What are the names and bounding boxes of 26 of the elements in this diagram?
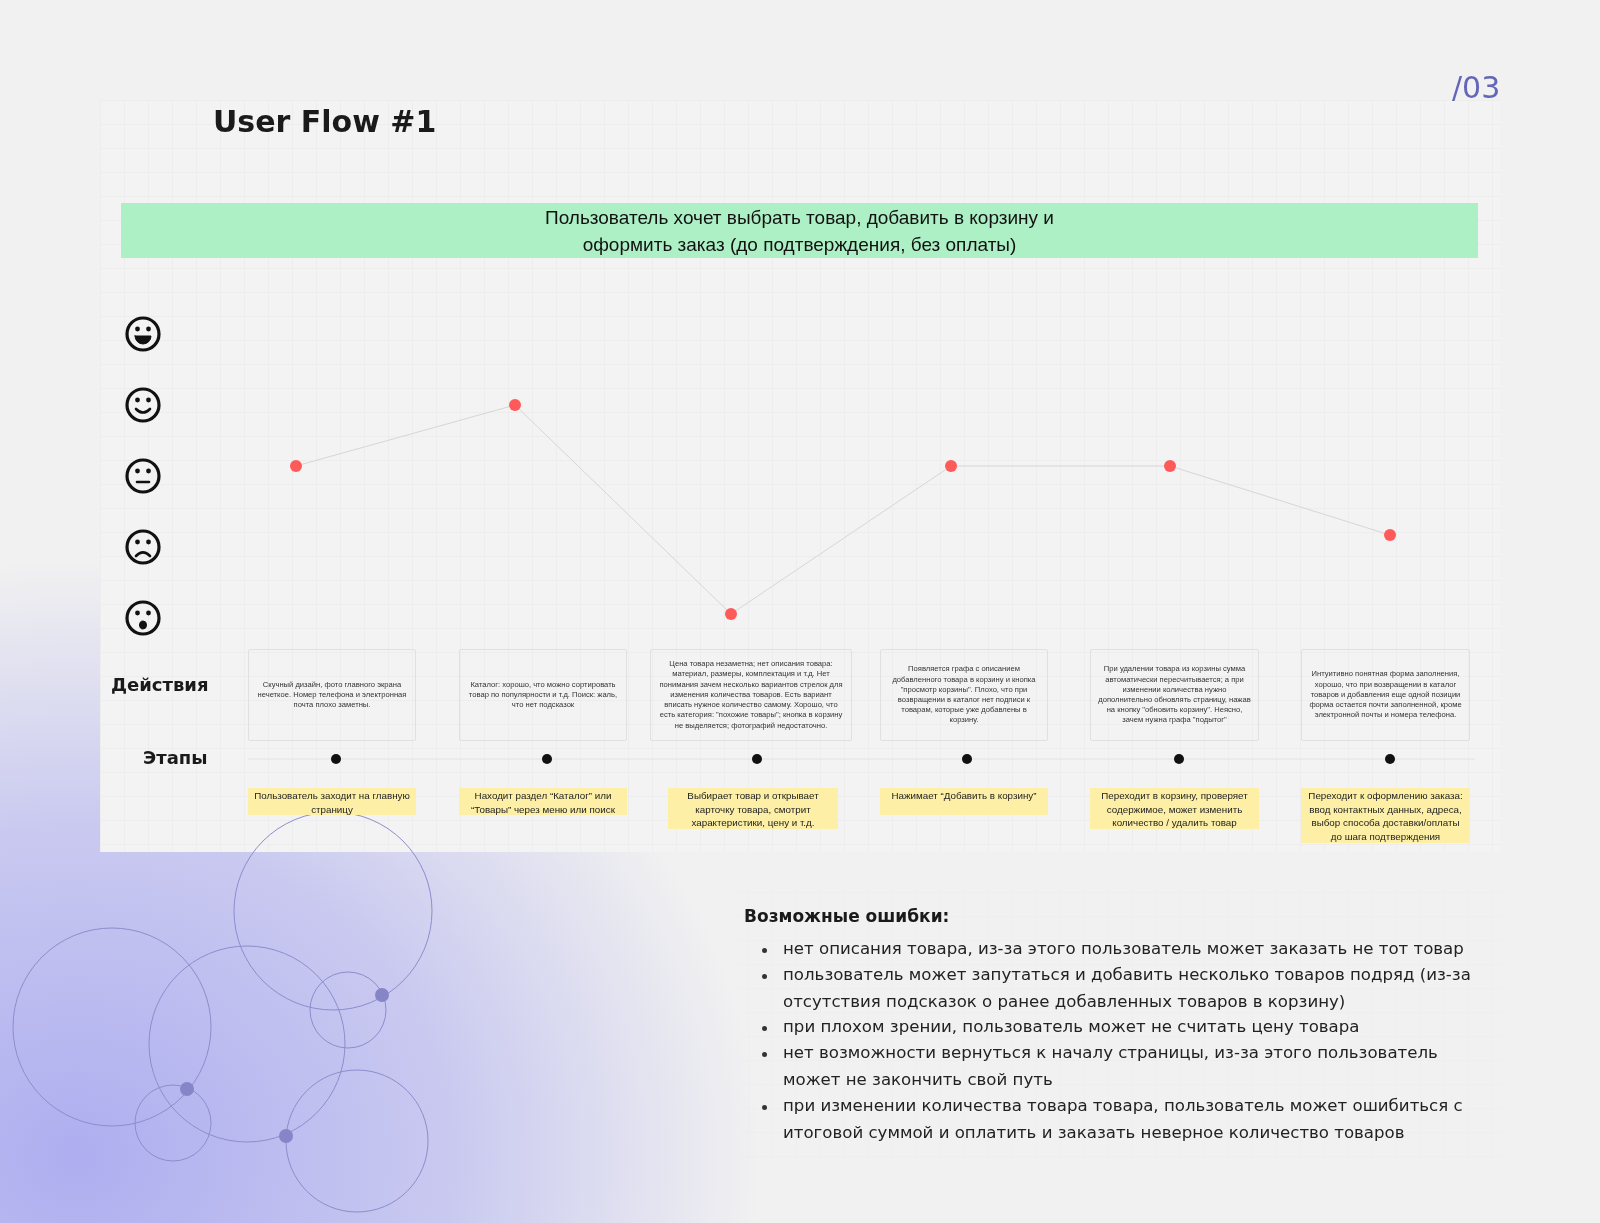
- stage-sticky-note: Находит раздел “Каталог” или “Товары” через меню или поиск: [459, 788, 627, 815]
- emotion-line: [735, 468, 947, 612]
- bullet-item: пользователь может запутаться и добавить несколько товаров подряд (из-за отсутствия подсказок о ранее добавленных товаров в корзину): [783, 964, 1472, 1013]
- row-heading: Действия: [111, 674, 209, 695]
- stage-dot: [1174, 754, 1184, 764]
- stage-sticky-note: Переходит к оформлению заказа: ввод контактных данных, адреса, выбор способа доставки/оплаты до шага подтверждения: [1301, 788, 1470, 843]
- row-heading: Этапы: [143, 747, 208, 768]
- emotion-line: [518, 408, 728, 611]
- bullet-item: нет описания товара, из-за этого пользователь может заказать не тот товар: [783, 938, 1465, 960]
- stage-sticky-note: Нажимает “Добавить в корзину”: [880, 788, 1048, 815]
- page-number: /03: [1452, 70, 1501, 105]
- stage-dot: [1385, 754, 1395, 764]
- stage-dot: [542, 754, 552, 764]
- emotion-line: [301, 406, 510, 465]
- stage-dot: [962, 754, 972, 764]
- bullet-item: при изменении количества товара товара, пользователь может ошибиться с итоговой суммой и оплатить и заказать неверное количество товаров: [783, 1095, 1464, 1144]
- goal-banner: Пользователь хочет выбрать товар, добавить в корзину и оформить заказ (до подтверждения, без оплаты): [121, 203, 1478, 258]
- stage-dot: [331, 754, 341, 764]
- emotion-line: [1175, 467, 1385, 534]
- stage-sticky-note: Переходит в корзину, проверяет содержимое, может изменить количество / удалить товар: [1090, 788, 1259, 829]
- bullet-item: при плохом зрении, пользователь может не считать цену товара: [783, 1016, 1361, 1038]
- stage-sticky-note: Выбирает товар и открывает карточку товара, смотрит характеристики, цену и т.д.: [668, 788, 838, 829]
- title: User Flow #1: [213, 104, 437, 139]
- section-heading: Возможные ошибки:: [744, 906, 950, 926]
- stage-dot: [752, 754, 762, 764]
- stage-sticky-note: Пользователь заходит на главную страницу: [248, 788, 416, 815]
